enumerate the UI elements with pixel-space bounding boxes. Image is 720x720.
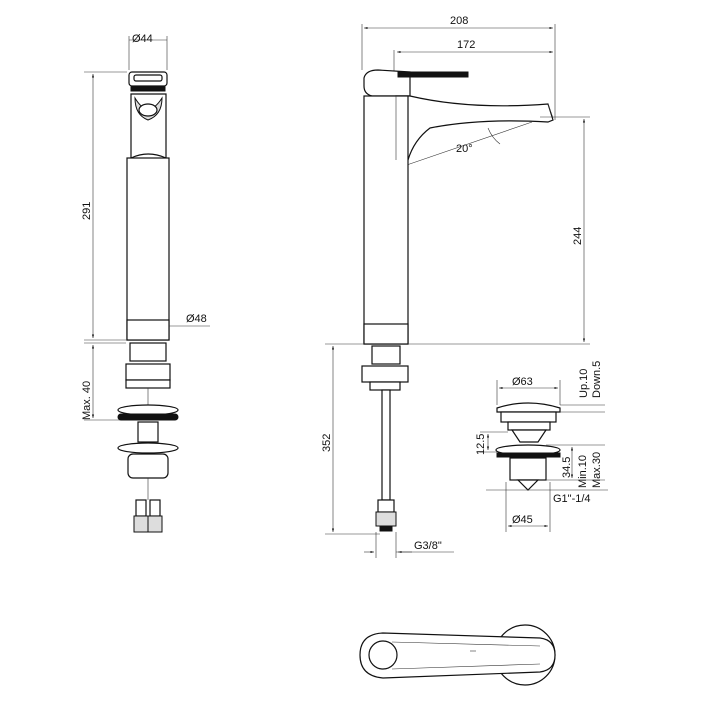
label-waste-head-diameter: Ø63 xyxy=(512,376,533,388)
label-side-top-diameter: Ø44 xyxy=(132,33,153,45)
label-side-max: Max. 40 xyxy=(81,381,93,420)
label-waste-base-diameter: Ø45 xyxy=(512,514,533,526)
label-waste-34-5: 34.5 xyxy=(561,457,573,478)
front-view: 208 172 20° 244 xyxy=(321,15,590,558)
top-view xyxy=(359,624,556,686)
front-lever-handle xyxy=(397,71,469,78)
label-waste-up: Up.10 xyxy=(578,369,590,398)
label-front-connection: G3/8" xyxy=(414,540,442,552)
front-spout xyxy=(395,95,554,161)
label-front-width: 208 xyxy=(450,15,468,27)
front-body xyxy=(363,95,409,345)
label-waste-12-5: 12.5 xyxy=(475,434,487,455)
label-side-body-diameter: Ø48 xyxy=(186,313,207,325)
label-front-total-height: 352 xyxy=(321,434,333,452)
label-side-height: 291 xyxy=(81,202,93,220)
waste-detail: Ø63 Up.10 Down.5 12.5 34.5 Min.10 Max.30… xyxy=(475,361,608,532)
label-front-angle: 20° xyxy=(456,143,473,155)
front-base-flange xyxy=(371,345,401,365)
front-hose xyxy=(381,389,391,501)
label-waste-max: Max.30 xyxy=(591,452,603,488)
waste-cap xyxy=(496,402,561,413)
label-waste-thread: G1"-1/4 xyxy=(553,493,591,505)
label-front-spout: 172 xyxy=(457,39,475,51)
side-view: Ø44 Ø48 291 Max. 40 xyxy=(81,33,210,533)
label-waste-down: Down.5 xyxy=(591,361,603,398)
label-waste-min: Min.10 xyxy=(577,455,589,488)
top-spout xyxy=(359,632,556,679)
side-base-flange xyxy=(129,342,167,362)
side-body xyxy=(126,157,170,341)
label-front-outlet-height: 244 xyxy=(572,227,584,245)
